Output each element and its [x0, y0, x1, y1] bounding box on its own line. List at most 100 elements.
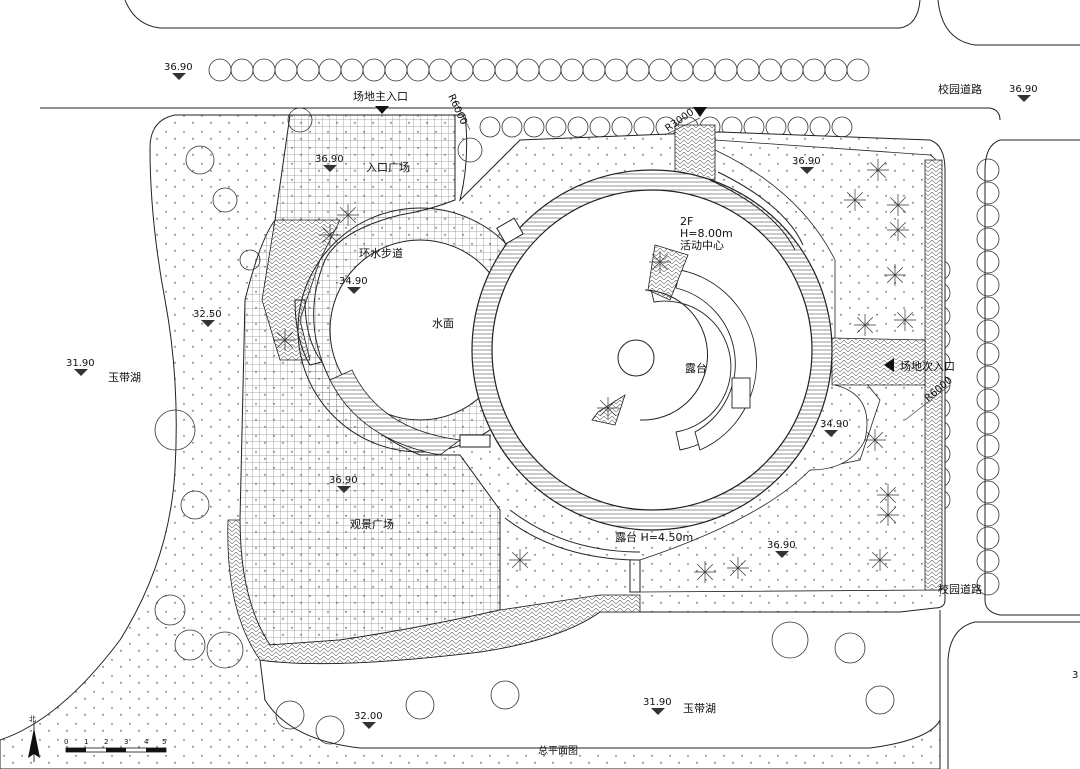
label-campus-road-ne: 校园道路 [938, 82, 982, 96]
road-lines [40, 0, 1080, 769]
tree [287, 107, 313, 133]
shrub-icon [877, 484, 899, 506]
canopy-arc-s2 [509, 509, 641, 553]
shrub-icon [727, 557, 749, 579]
elevation-markers [74, 73, 1031, 729]
tree-north-row [633, 116, 655, 138]
label-terrace-bottom: 露台 H=4.50m [615, 530, 693, 544]
shrub-icon [844, 189, 866, 211]
canopy-arc-ne2 [709, 179, 796, 251]
shrub-icon [887, 194, 909, 216]
tree-top-row [252, 58, 276, 82]
tree-east-column [976, 181, 1000, 205]
elevation-e10: 31.90 [66, 358, 95, 369]
trees [154, 107, 895, 745]
label-main-entrance: 场地主入口 [353, 89, 408, 103]
tree-east-column [976, 204, 1000, 228]
east-path [924, 159, 943, 591]
elevation-e2: 36.90 [1009, 84, 1038, 95]
shrub-icon [877, 504, 899, 526]
scale-bar: 0 1 2 3 4 5 [64, 738, 166, 753]
north-arrow: 北 [28, 715, 40, 762]
tree-top-row [604, 58, 628, 82]
stage-box [731, 377, 751, 409]
tree-top-row [824, 58, 848, 82]
scale-tick-1: 1 [84, 738, 88, 746]
leader-r6000-right [904, 384, 951, 421]
tree-top-row [582, 58, 606, 82]
tree [180, 490, 210, 520]
shrub-icon [597, 397, 619, 419]
tree-east-column [976, 319, 1000, 343]
elevation-e8: 34.90 [820, 419, 849, 430]
tree [154, 594, 186, 626]
tree-top-row [780, 58, 804, 82]
drawing-title: 总平面图 [538, 744, 578, 757]
elevation-e5: 36.90 [329, 475, 358, 486]
tree-north-row [787, 116, 809, 138]
tree-north-row [589, 116, 611, 138]
tree-east-column [976, 503, 1000, 527]
shrub-icon [854, 314, 876, 336]
shrub-icon [867, 159, 889, 181]
tree-north-row [831, 116, 853, 138]
tree-north-row [611, 116, 633, 138]
tree-east-column [976, 296, 1000, 320]
tree [185, 145, 215, 175]
north-entrance-path [674, 124, 716, 181]
label-view-plaza: 观景广场 [350, 517, 394, 531]
tree-top-row [428, 58, 452, 82]
label-activity-center: 活动中心 [680, 239, 724, 252]
shrub-icon [864, 429, 886, 451]
main-entrance-arrow [375, 106, 389, 114]
shrub-icon [894, 309, 916, 331]
tree [275, 700, 305, 730]
tree [865, 685, 895, 715]
tree-east-column [976, 250, 1000, 274]
scale-tick-2: 2 [104, 738, 108, 746]
tree-top-row [472, 58, 496, 82]
plaza-south-border [227, 519, 641, 664]
elevation-e4: 36.90 [792, 156, 821, 167]
tree-east-column [976, 273, 1000, 297]
elevation-e12: 32.00 [354, 711, 383, 722]
label-activity-height: H=8.00m [680, 227, 733, 240]
tree [239, 249, 261, 271]
tree-top-row [296, 58, 320, 82]
shrub-icon [274, 329, 296, 351]
label-edge-mark: 3 [1072, 670, 1078, 681]
label-secondary-entrance: 场地次入口 [900, 359, 955, 373]
south-connector [629, 560, 641, 593]
shrub-icon [694, 561, 716, 583]
tree-top-row [230, 58, 254, 82]
tree-top-row [560, 58, 584, 82]
tree-top-row [626, 58, 650, 82]
east-entrance-path [831, 337, 926, 386]
north-gate-arrow [693, 107, 707, 117]
tree-top-row [274, 58, 298, 82]
tree-east-column [976, 411, 1000, 435]
label-stage: 露台 [685, 361, 707, 375]
shrub-icon [869, 549, 891, 571]
gate-block-sw [459, 434, 491, 448]
leader-r6000-top [454, 99, 471, 131]
gate-block-nw [496, 217, 524, 245]
tree-north-row [545, 116, 567, 138]
label-lake-west: 玉带湖 [108, 371, 141, 384]
tree-east-column [976, 388, 1000, 412]
tree [315, 715, 345, 745]
tree-east-column [976, 480, 1000, 504]
tree-north-row [567, 116, 589, 138]
label-water-walk: 环水步道 [359, 246, 403, 260]
tree-top-row [340, 58, 364, 82]
tree-east-column [976, 342, 1000, 366]
tree-top-row [318, 58, 342, 82]
tree-top-row [692, 58, 716, 82]
scale-tick-3: 3 [124, 738, 128, 746]
leader-r3000 [664, 117, 701, 136]
elevation-e11: 31.90 [643, 697, 672, 708]
tree-top-row [384, 58, 408, 82]
north-label: 北 [29, 715, 36, 723]
tree [457, 137, 483, 163]
